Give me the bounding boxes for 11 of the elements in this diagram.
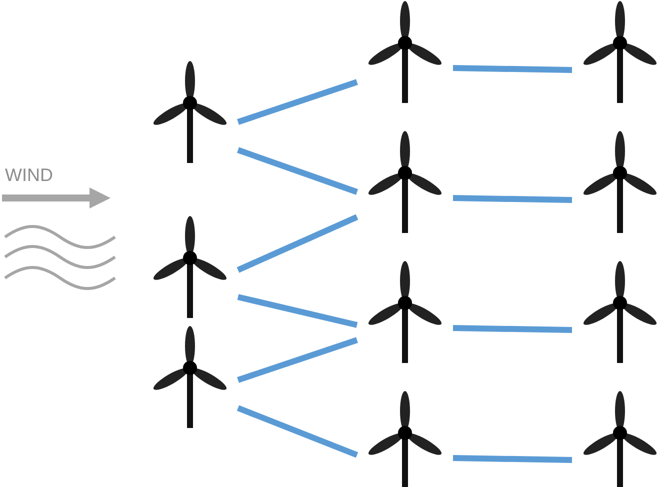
connector-line: [236, 405, 358, 458]
connector-line: [452, 455, 572, 463]
wind-label: WIND: [5, 165, 53, 185]
connector-line: [452, 65, 572, 73]
connector-line: [452, 325, 572, 333]
connector-line: [237, 79, 358, 125]
connector-line: [452, 195, 572, 203]
connector-line: [236, 214, 358, 273]
connector-line: [237, 294, 358, 328]
connector-line: [237, 337, 358, 383]
connector-line: [237, 147, 358, 195]
